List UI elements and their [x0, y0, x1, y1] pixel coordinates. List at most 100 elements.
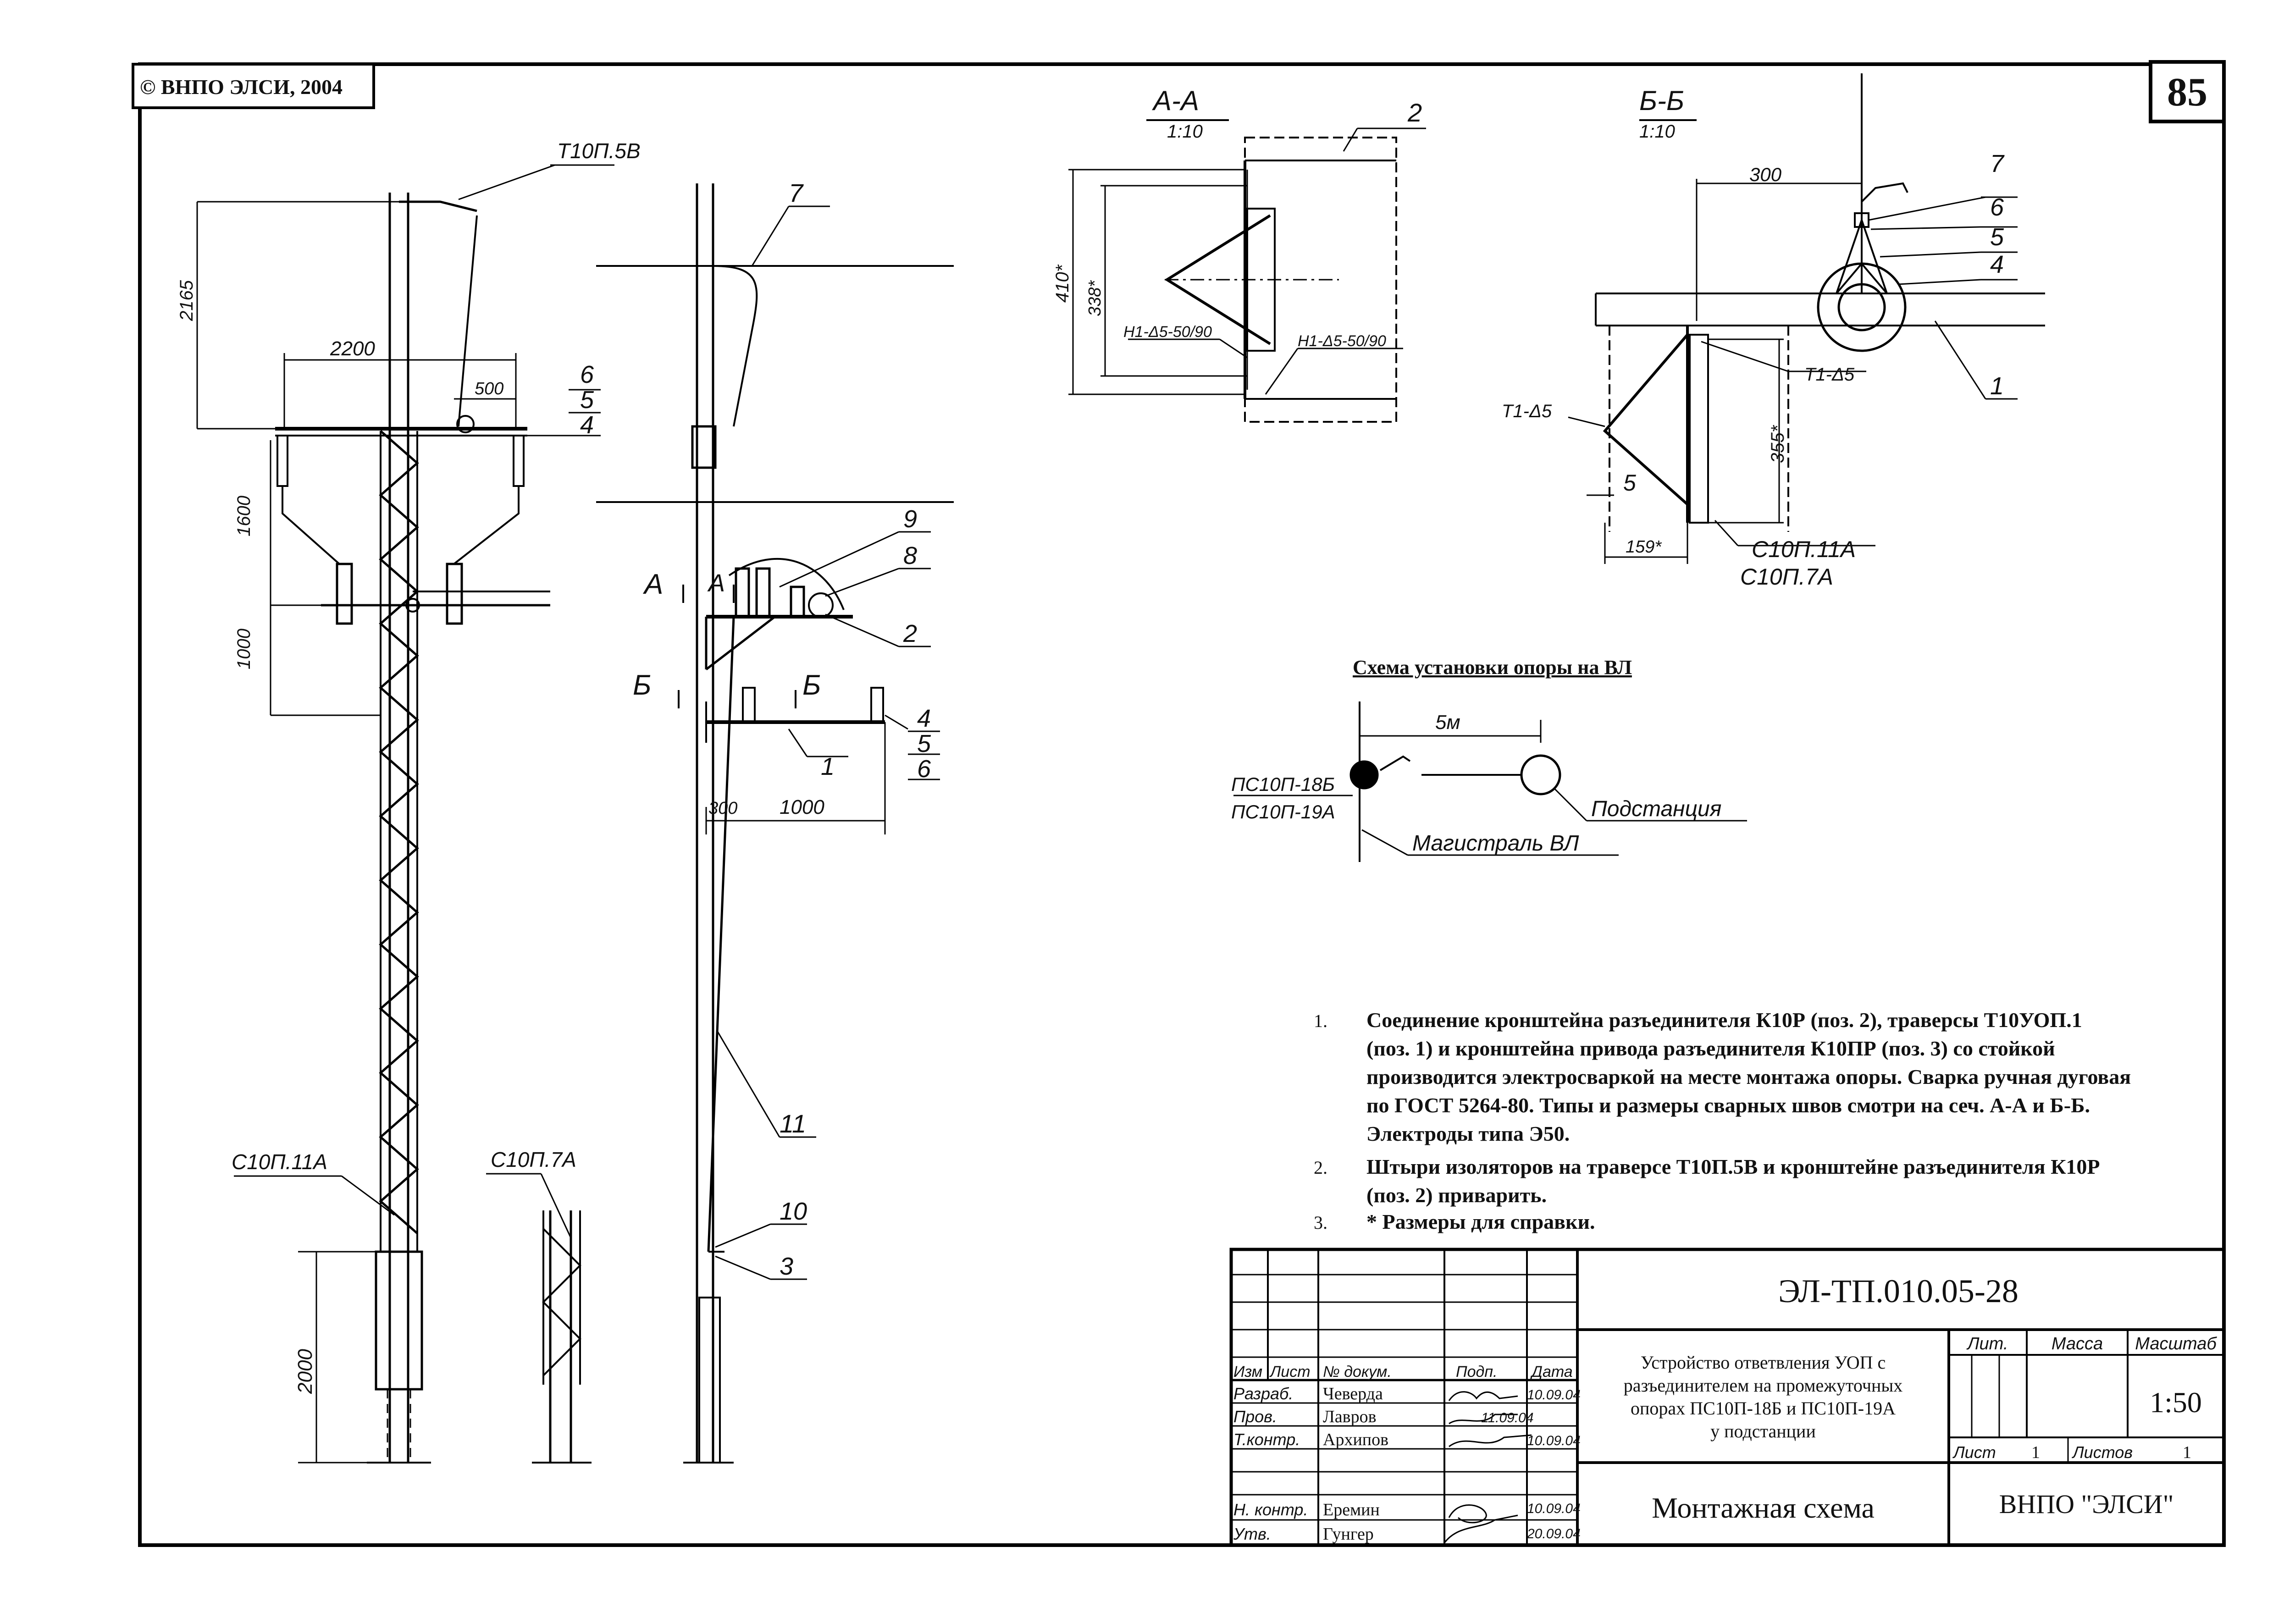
doc-code: ЭЛ-ТП.010.05-28: [1778, 1273, 2019, 1309]
description-line-2: разъединителем на промежуточных: [1624, 1375, 1902, 1396]
name-prov: Лавров: [1323, 1407, 1377, 1426]
date-prov: 11.09.04: [1481, 1410, 1534, 1425]
side-view: [596, 183, 954, 1464]
pos-2-side: 2: [903, 620, 917, 647]
page-number: 85: [2167, 70, 2207, 115]
section-mark-a-right: А: [707, 569, 725, 597]
scheme-dim-5m: 5м: [1435, 711, 1460, 734]
dim-300-side: 300: [708, 799, 737, 818]
pos-4-side: 4: [917, 705, 931, 732]
section-mark-a-left: А: [642, 569, 663, 600]
header-date: Дата: [1530, 1363, 1573, 1381]
section-aa: [1068, 119, 1426, 423]
note-1-line-4: по ГОСТ 5264-80. Типы и размеры сварных …: [1366, 1094, 2090, 1117]
note-1-line-1: Соединение кронштейна разъединителя К10Р…: [1366, 1008, 2082, 1032]
name-razrab: Чеверда: [1323, 1384, 1383, 1403]
scheme-mainline: Магистраль ВЛ: [1412, 831, 1579, 856]
pos-1-bb: 1: [1990, 372, 2004, 400]
name-tkontr: Архипов: [1323, 1430, 1388, 1449]
date-utv: 20.09.04: [1526, 1526, 1581, 1541]
role-razrab: Разраб.: [1233, 1384, 1293, 1403]
section-mark-b-right: Б: [802, 669, 821, 701]
dim-355: 355*: [1768, 425, 1788, 463]
dim-2165: 2165: [177, 280, 197, 321]
pos-6-side: 6: [917, 755, 931, 783]
section-bb-scale: 1:10: [1639, 122, 1675, 142]
title-block: [1229, 1248, 2226, 1547]
scale-header: Масштаб: [2135, 1334, 2217, 1353]
dim-2000: 2000: [294, 1349, 316, 1394]
pos-7-side: 7: [789, 178, 804, 207]
pole-label-c10p11a: С10П.11А: [232, 1150, 327, 1174]
pos-10-side: 10: [780, 1198, 807, 1225]
pos-1-side: 1: [821, 753, 835, 780]
header-izm: Изм: [1233, 1363, 1262, 1381]
dim-1000-side: 1000: [780, 796, 824, 818]
scheme-substation: Подстанция: [1591, 797, 1721, 821]
description-line-3: опорах ПС10П-18Б и ПС10П-19А: [1631, 1398, 1896, 1419]
section-bb-title: Б-Б: [1639, 85, 1684, 116]
header-list: Лист: [1269, 1363, 1311, 1381]
weld-t1-right: Т1-Δ5: [1804, 365, 1855, 385]
note-1-line-3: производится электросваркой на месте мон…: [1366, 1065, 2131, 1088]
note-2-number: 2.: [1314, 1157, 1327, 1178]
pos-3-side: 3: [780, 1253, 793, 1280]
weld-t1-left: Т1-Δ5: [1502, 401, 1552, 421]
sheet-label: Лист: [1952, 1443, 1996, 1462]
pos-6-left: 6: [580, 361, 594, 388]
note-2-line-1: Штыри изоляторов на траверсе Т10П.5В и к…: [1366, 1155, 2100, 1178]
scale-value: 1:50: [2150, 1386, 2202, 1419]
scheme-support-1: ПС10П-18Б: [1231, 773, 1335, 795]
pos-9-side: 9: [903, 505, 917, 533]
sheet-frame: [138, 62, 2226, 1547]
role-prov: Пров.: [1233, 1407, 1277, 1426]
date-tkontr: 10.09.04: [1527, 1433, 1581, 1448]
pos-5-left: 5: [580, 386, 594, 414]
header-doc: № докум.: [1323, 1363, 1392, 1381]
lit-header: Лит.: [1966, 1334, 2008, 1353]
notes-block: 1. Соединение кронштейна разъединителя К…: [1314, 1008, 2131, 1233]
dim-159: 159*: [1626, 537, 1662, 557]
name-nkontr: Еремин: [1323, 1500, 1380, 1519]
dim-1000: 1000: [234, 629, 254, 669]
weld-left-aa: Н1-Δ5-50/90: [1123, 323, 1212, 341]
drawing-name: Монтажная схема: [1652, 1491, 1875, 1524]
label-c10p11a-bb: С10П.11А: [1752, 536, 1856, 562]
section-mark-b-left: Б: [633, 669, 651, 701]
dim-300-bb: 300: [1749, 164, 1782, 185]
pole-label-c10p7a: С10П.7А: [491, 1148, 576, 1171]
scheme-diagram: [1233, 702, 1747, 862]
note-3-number: 3.: [1314, 1212, 1327, 1233]
scheme-title: Схема установки опоры на ВЛ: [1353, 656, 1632, 679]
section-aa-pos-2: 2: [1407, 98, 1422, 127]
pos-5-side: 5: [917, 730, 931, 757]
note-2-line-2: (поз. 2) приварить.: [1366, 1183, 1547, 1207]
note-3-line-1: * Размеры для справки.: [1366, 1210, 1595, 1233]
small-pole-view: [486, 1173, 592, 1464]
pos-11-side: 11: [780, 1109, 806, 1138]
pos-6-bb: 6: [1990, 193, 2004, 221]
label-c10p7a-bb: С10П.7А: [1740, 564, 1833, 590]
date-razrab: 10.09.04: [1527, 1387, 1581, 1403]
section-bb: [1568, 73, 2045, 564]
mass-header: Масса: [2052, 1334, 2103, 1353]
note-1-line-5: Электроды типа Э50.: [1366, 1122, 1570, 1145]
dim-5-bb: 5: [1623, 470, 1636, 496]
note-1-number: 1.: [1314, 1011, 1327, 1031]
pos-5-bb: 5: [1990, 223, 2004, 251]
dim-1600: 1600: [234, 496, 254, 536]
dim-2200: 2200: [330, 337, 375, 360]
section-aa-scale: 1:10: [1167, 122, 1203, 142]
left-view: [196, 164, 614, 1464]
role-utv: Утв.: [1233, 1525, 1271, 1543]
traverse-label: Т10П.5В: [557, 139, 641, 163]
sheets-label: Листов: [2072, 1443, 2133, 1462]
dim-338: 338*: [1085, 280, 1105, 316]
pos-7-bb: 7: [1990, 150, 2005, 177]
section-aa-title: А-А: [1152, 85, 1199, 116]
date-nkontr: 10.09.04: [1527, 1501, 1581, 1516]
dim-500: 500: [475, 379, 503, 398]
description-line-1: Устройство ответвления УОП с: [1641, 1352, 1886, 1373]
note-1-line-2: (поз. 1) и кронштейна привода разъединит…: [1366, 1037, 2055, 1060]
